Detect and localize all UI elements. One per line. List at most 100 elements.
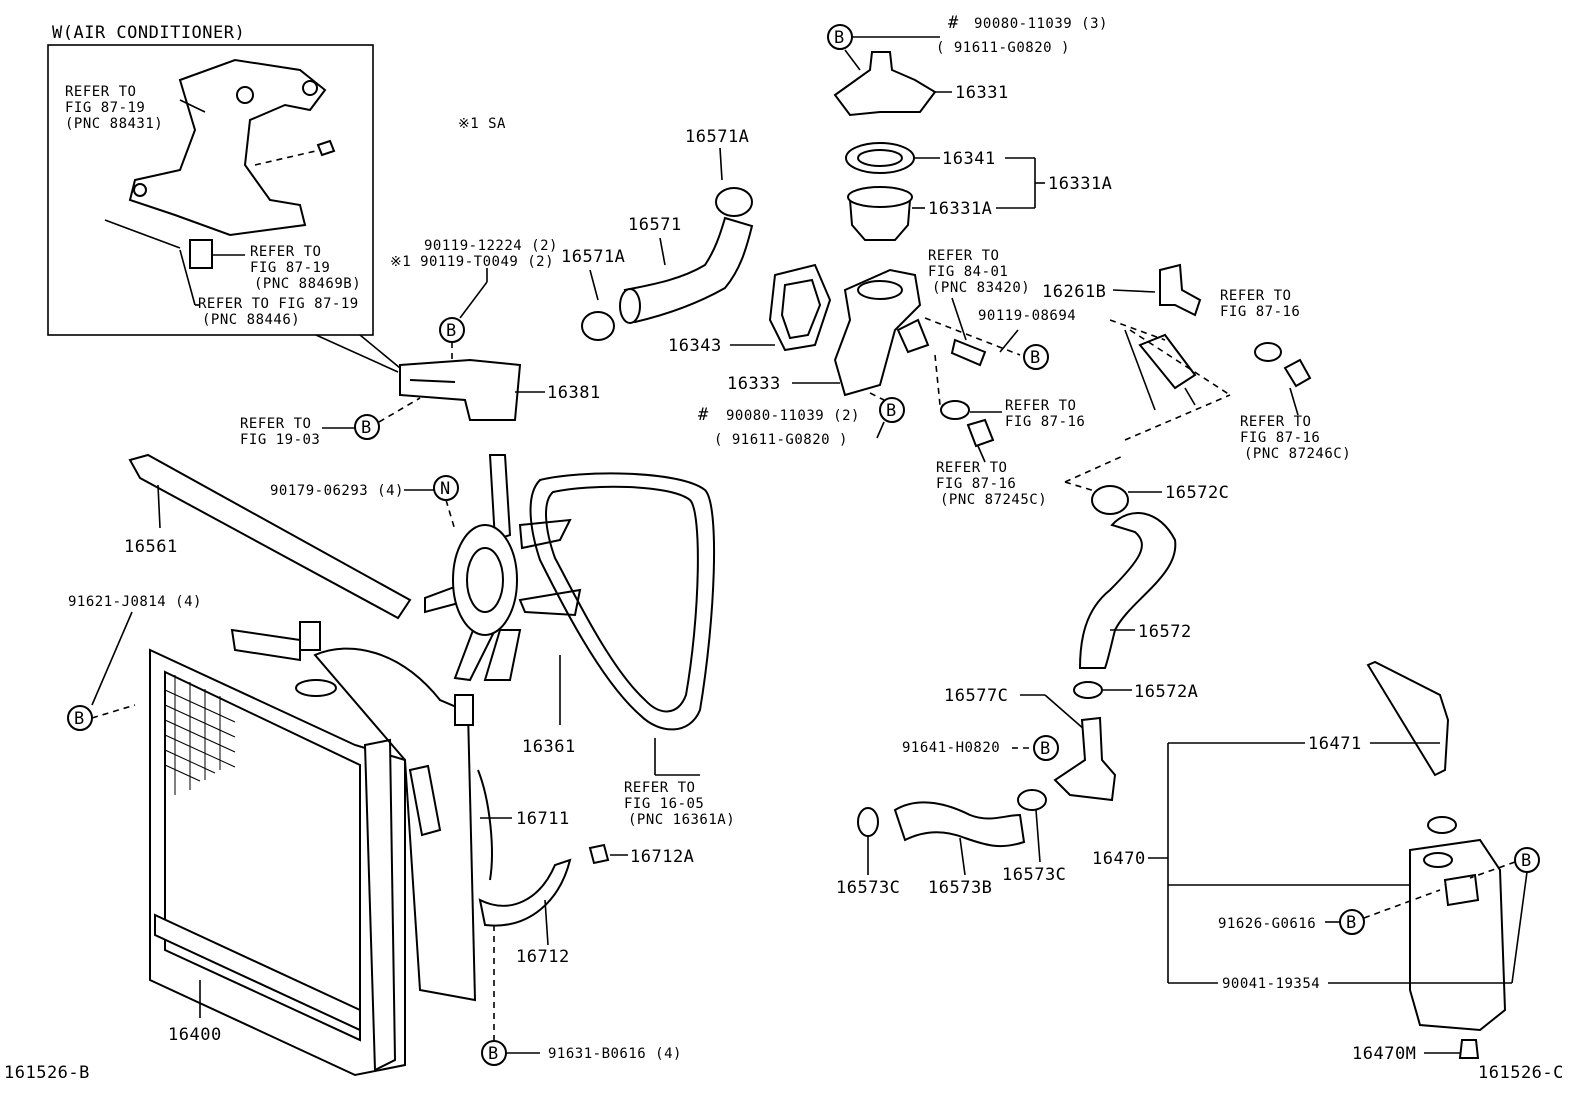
vbelt-inner	[545, 485, 699, 713]
leader	[1035, 809, 1041, 863]
leader	[659, 237, 666, 266]
drain-plug	[1458, 1039, 1480, 1059]
leader	[1184, 387, 1196, 406]
leader	[91, 611, 133, 706]
bracket-slot	[409, 379, 456, 383]
radiator-16400	[149, 621, 406, 1077]
hose-stub	[1283, 358, 1312, 388]
figure-id-left: 161526-B	[4, 1063, 90, 1083]
code-t0049: ※1 90119-T0049 (2)	[390, 254, 554, 270]
hose-clamp	[857, 807, 879, 837]
reservoir-neck	[1423, 852, 1453, 868]
part-16341: 16341	[942, 149, 996, 169]
leader	[378, 397, 421, 423]
callout-b	[1339, 909, 1365, 935]
shroud-edge	[477, 769, 493, 881]
gasket-16343-inner	[780, 278, 822, 340]
bubble-b: B	[834, 28, 845, 48]
part-16573B: 16573B	[928, 878, 992, 898]
bracket-hole	[302, 80, 318, 96]
vbelt	[529, 472, 716, 731]
part-16712: 16712	[516, 947, 570, 967]
hose-stub	[966, 418, 995, 448]
code-top-sub: ( 91611-G0820 )	[936, 40, 1070, 56]
inset-pointer	[359, 334, 401, 369]
shroud-tab	[454, 694, 474, 726]
part-16572C: 16572C	[1165, 483, 1229, 503]
bracket-hole	[133, 183, 147, 197]
code-19354: 90041-19354	[1222, 976, 1320, 992]
part-16561: 16561	[124, 537, 178, 557]
hose-clamp	[581, 311, 615, 341]
code-mid-hash: #	[698, 405, 709, 425]
leader	[999, 329, 1019, 353]
part-16573C-a: 16573C	[836, 878, 900, 898]
leader	[1064, 481, 1099, 493]
part-16571: 16571	[628, 215, 682, 235]
leader	[934, 354, 941, 406]
code-mid-sub: ( 91611-G0820 )	[714, 432, 848, 448]
bubble-b: B	[1030, 348, 1041, 368]
housing-nozzle	[896, 318, 930, 354]
shroud-16712	[478, 858, 572, 927]
inset-ref-2: REFER TO FIG 87-19 (PNC 88469B)	[250, 244, 361, 292]
lower-hose	[1078, 512, 1177, 669]
hose-clamp	[715, 187, 753, 217]
clip-16712A	[588, 843, 610, 865]
leader	[1129, 329, 1231, 396]
bracket-16381	[399, 358, 522, 421]
part-16712A: 16712A	[630, 847, 694, 867]
callout-b	[1023, 344, 1049, 370]
leader	[977, 445, 986, 463]
hose-end	[619, 288, 641, 324]
code-08694: 90119-08694	[978, 308, 1076, 324]
part-16571A-b: 16571A	[561, 247, 625, 267]
inset-ref-3: REFER TO FIG 87-19 (PNC 88446)	[198, 296, 368, 328]
ref-fig-16-05: REFER TO FIG 16-05 (PNC 16361A)	[624, 780, 735, 828]
long-bolt	[104, 219, 181, 249]
leader	[459, 281, 488, 319]
leader	[1109, 319, 1166, 341]
leader	[869, 392, 885, 401]
bolt	[316, 139, 336, 157]
leader	[544, 899, 549, 946]
leader	[1124, 329, 1156, 411]
bubble-b: B	[446, 321, 457, 341]
gasket-inner	[857, 149, 903, 167]
code-top: 90080-11039 (3)	[974, 16, 1108, 32]
outlet-16577C	[1053, 716, 1117, 802]
bubble-n: N	[440, 479, 451, 499]
inset-pointer	[315, 334, 399, 373]
part-16331A-b: 16331A	[1048, 174, 1112, 194]
part-16361: 16361	[522, 737, 576, 757]
figure-id-right: 161526-C	[1478, 1063, 1564, 1083]
part-16333: 16333	[727, 374, 781, 394]
bypass-hose	[893, 801, 1026, 848]
ref-fig-84-01: REFER TO FIG 84-01 (PNC 83420)	[928, 248, 1030, 296]
ref-fig-19-03: REFER TO FIG 19-03	[240, 416, 320, 448]
callout-b	[879, 397, 905, 423]
leader	[924, 317, 1021, 356]
part-16381: 16381	[547, 383, 601, 403]
bubble-b: B	[1521, 851, 1532, 871]
ref-fig-87-16-b: REFER TO FIG 87-16	[1220, 288, 1300, 320]
code-mid: 90080-11039 (2)	[726, 408, 860, 424]
leader	[445, 499, 456, 531]
part-16577C: 16577C	[944, 686, 1008, 706]
part-16470: 16470	[1092, 849, 1146, 869]
hose-clamp	[1017, 789, 1047, 811]
code-g0616: 91626-G0616	[1218, 916, 1316, 932]
callout-b	[354, 414, 380, 440]
reservoir-hose-16471	[1366, 660, 1450, 777]
hose-clamp	[1091, 485, 1129, 515]
code-b0616: 91631-B0616 (4)	[548, 1046, 682, 1062]
code-h0820: 91641-H0820	[902, 740, 1000, 756]
ref-fig-87-16-d: REFER TO FIG 87-16 (PNC 87246C)	[1240, 414, 1351, 462]
seal-16561	[128, 453, 412, 620]
ref-fig-87-16-a: REFER TO FIG 87-16	[1005, 398, 1085, 430]
code-06293: 90179-06293 (4)	[270, 483, 404, 499]
part-16470M: 16470M	[1352, 1044, 1416, 1064]
leader	[1469, 861, 1516, 879]
spacer-block	[189, 239, 213, 269]
bubble-b: B	[1040, 739, 1051, 759]
